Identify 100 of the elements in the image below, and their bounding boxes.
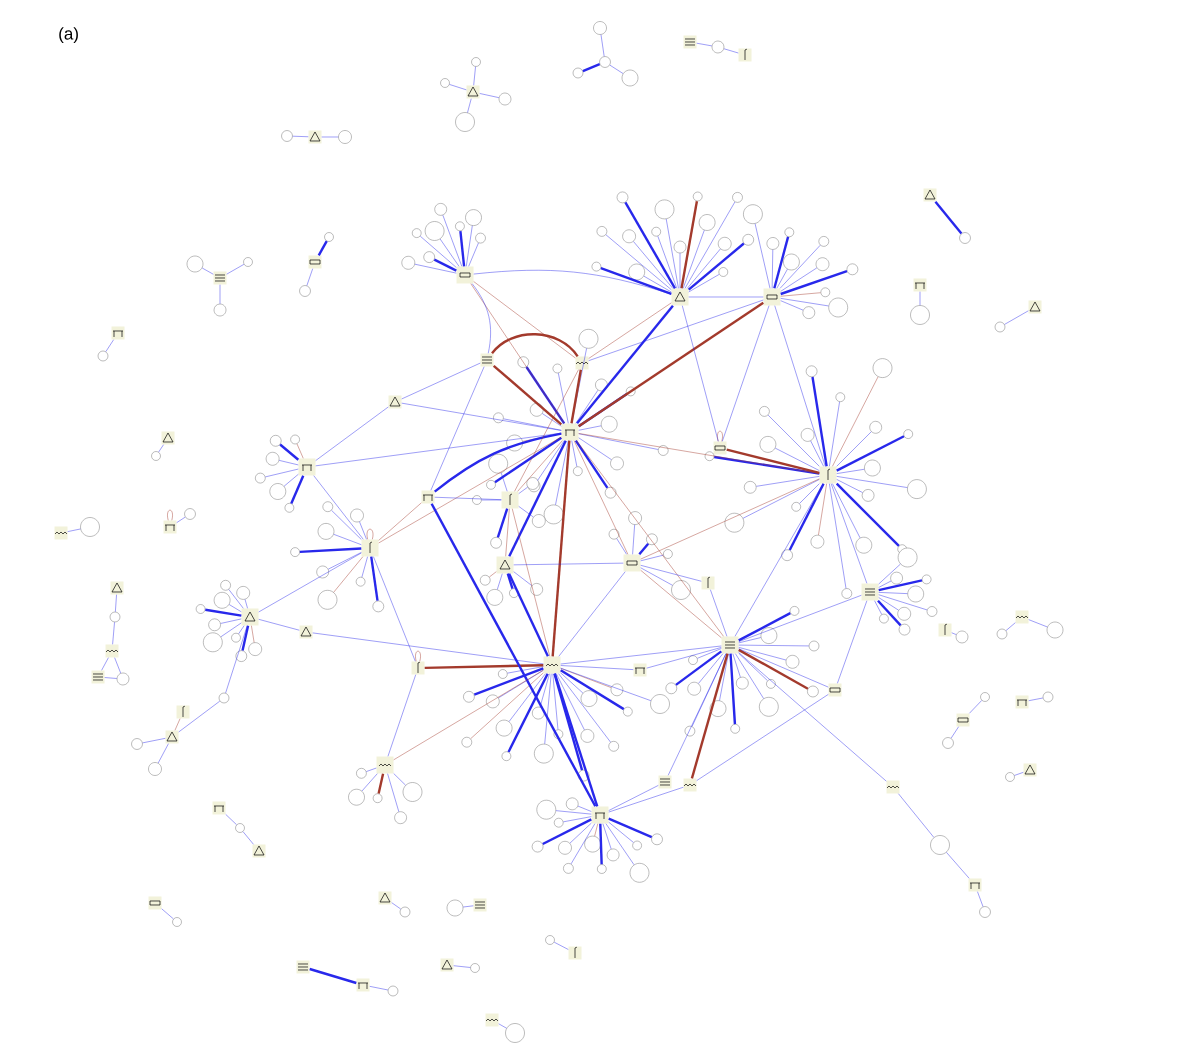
edge-line [553,673,584,771]
edge-line [951,632,957,635]
hieroglyph-picture [298,458,316,476]
edge-line [442,215,462,267]
edge-line [774,305,826,467]
edge-line [818,483,827,536]
edge-line [313,475,364,540]
edge-line [430,503,597,807]
hieroglyph-picture [111,326,125,340]
edge-line [714,455,820,475]
edge-line [773,236,790,289]
hieroglyph-picture [543,656,561,674]
hieroglyph-picture [763,288,781,306]
edge-line [779,245,821,289]
edge-line [680,200,699,289]
edge-line [738,644,809,647]
edge-line [878,592,908,594]
edge-line [605,234,672,290]
hieroglyph-picture [456,266,474,284]
edge-line [675,650,723,686]
node-circle [671,580,691,600]
edge-line [558,372,569,424]
node-circle [348,788,365,806]
edge-line [251,625,255,643]
edge-line [494,436,562,484]
hieroglyph-picture [296,960,310,974]
edge-line [174,718,181,731]
edge-line [836,476,908,488]
edge-line [278,460,299,466]
edge-line [710,589,728,637]
edge-line [830,483,868,584]
edge-line [877,599,902,627]
edge-line [508,573,549,657]
edge-line [292,135,309,137]
edge-line [241,625,250,651]
edge-line [290,475,305,504]
edge-line [258,552,362,613]
edge-line [401,362,481,400]
node-circle [628,263,645,281]
edge-line [317,240,328,256]
edge-line [466,225,473,267]
edge-line [578,301,764,428]
node-circle [536,799,557,820]
edge-line [1028,697,1044,701]
hieroglyph-picture [575,356,589,370]
node-circle [629,863,650,883]
hieroglyph-picture [212,801,226,815]
hieroglyph-picture [252,844,266,858]
edge-line [829,483,847,589]
edge-line [560,645,722,665]
node-circle [743,204,763,224]
edge-line [734,483,824,637]
edge-line [878,594,928,611]
edge-line [608,817,653,839]
node-circle [907,479,927,499]
edge-line [497,573,503,590]
edge-line [220,622,242,638]
edge-line [657,235,678,289]
hieroglyph-picture [110,581,124,595]
edge-line [578,425,602,431]
edge-line [732,653,741,678]
edge-line [608,821,634,843]
hieroglyph-picture [480,353,494,367]
hieroglyph-picture [923,188,937,202]
panel-label: (a) [59,27,78,44]
edge-line [756,476,820,487]
edge-line [158,444,164,453]
edge-line [719,653,729,701]
edge-line [481,499,502,501]
node-circle [317,590,338,610]
edge-line [898,793,935,838]
edge-line [473,270,672,295]
hieroglyph-picture [561,423,579,441]
edge-line [950,726,959,739]
edge-line [640,565,702,582]
edge-line [723,48,739,54]
edge-line [632,524,635,555]
edge-line [874,600,882,615]
edge-line [633,241,673,289]
hieroglyph-picture [819,466,837,484]
node-circle [446,899,464,917]
edge-line [688,274,720,293]
edge-line [575,389,599,424]
edge-line [878,580,892,588]
edge-line [829,401,840,467]
edge-line [780,267,818,292]
edge-line [553,673,599,807]
hieroglyph-picture [440,958,454,972]
edge-line [602,823,612,850]
hieroglyph-picture [308,255,322,269]
edge-line [433,432,562,493]
edge-line [776,269,788,289]
hieroglyph-picture [1015,610,1029,624]
hieroglyph-picture [91,670,105,684]
node-circle [465,209,482,226]
node-circle [760,627,778,644]
edge-line [624,201,677,289]
hieroglyph-picture [671,288,689,306]
edge-line [560,667,652,701]
hieroglyph-picture [683,778,697,792]
